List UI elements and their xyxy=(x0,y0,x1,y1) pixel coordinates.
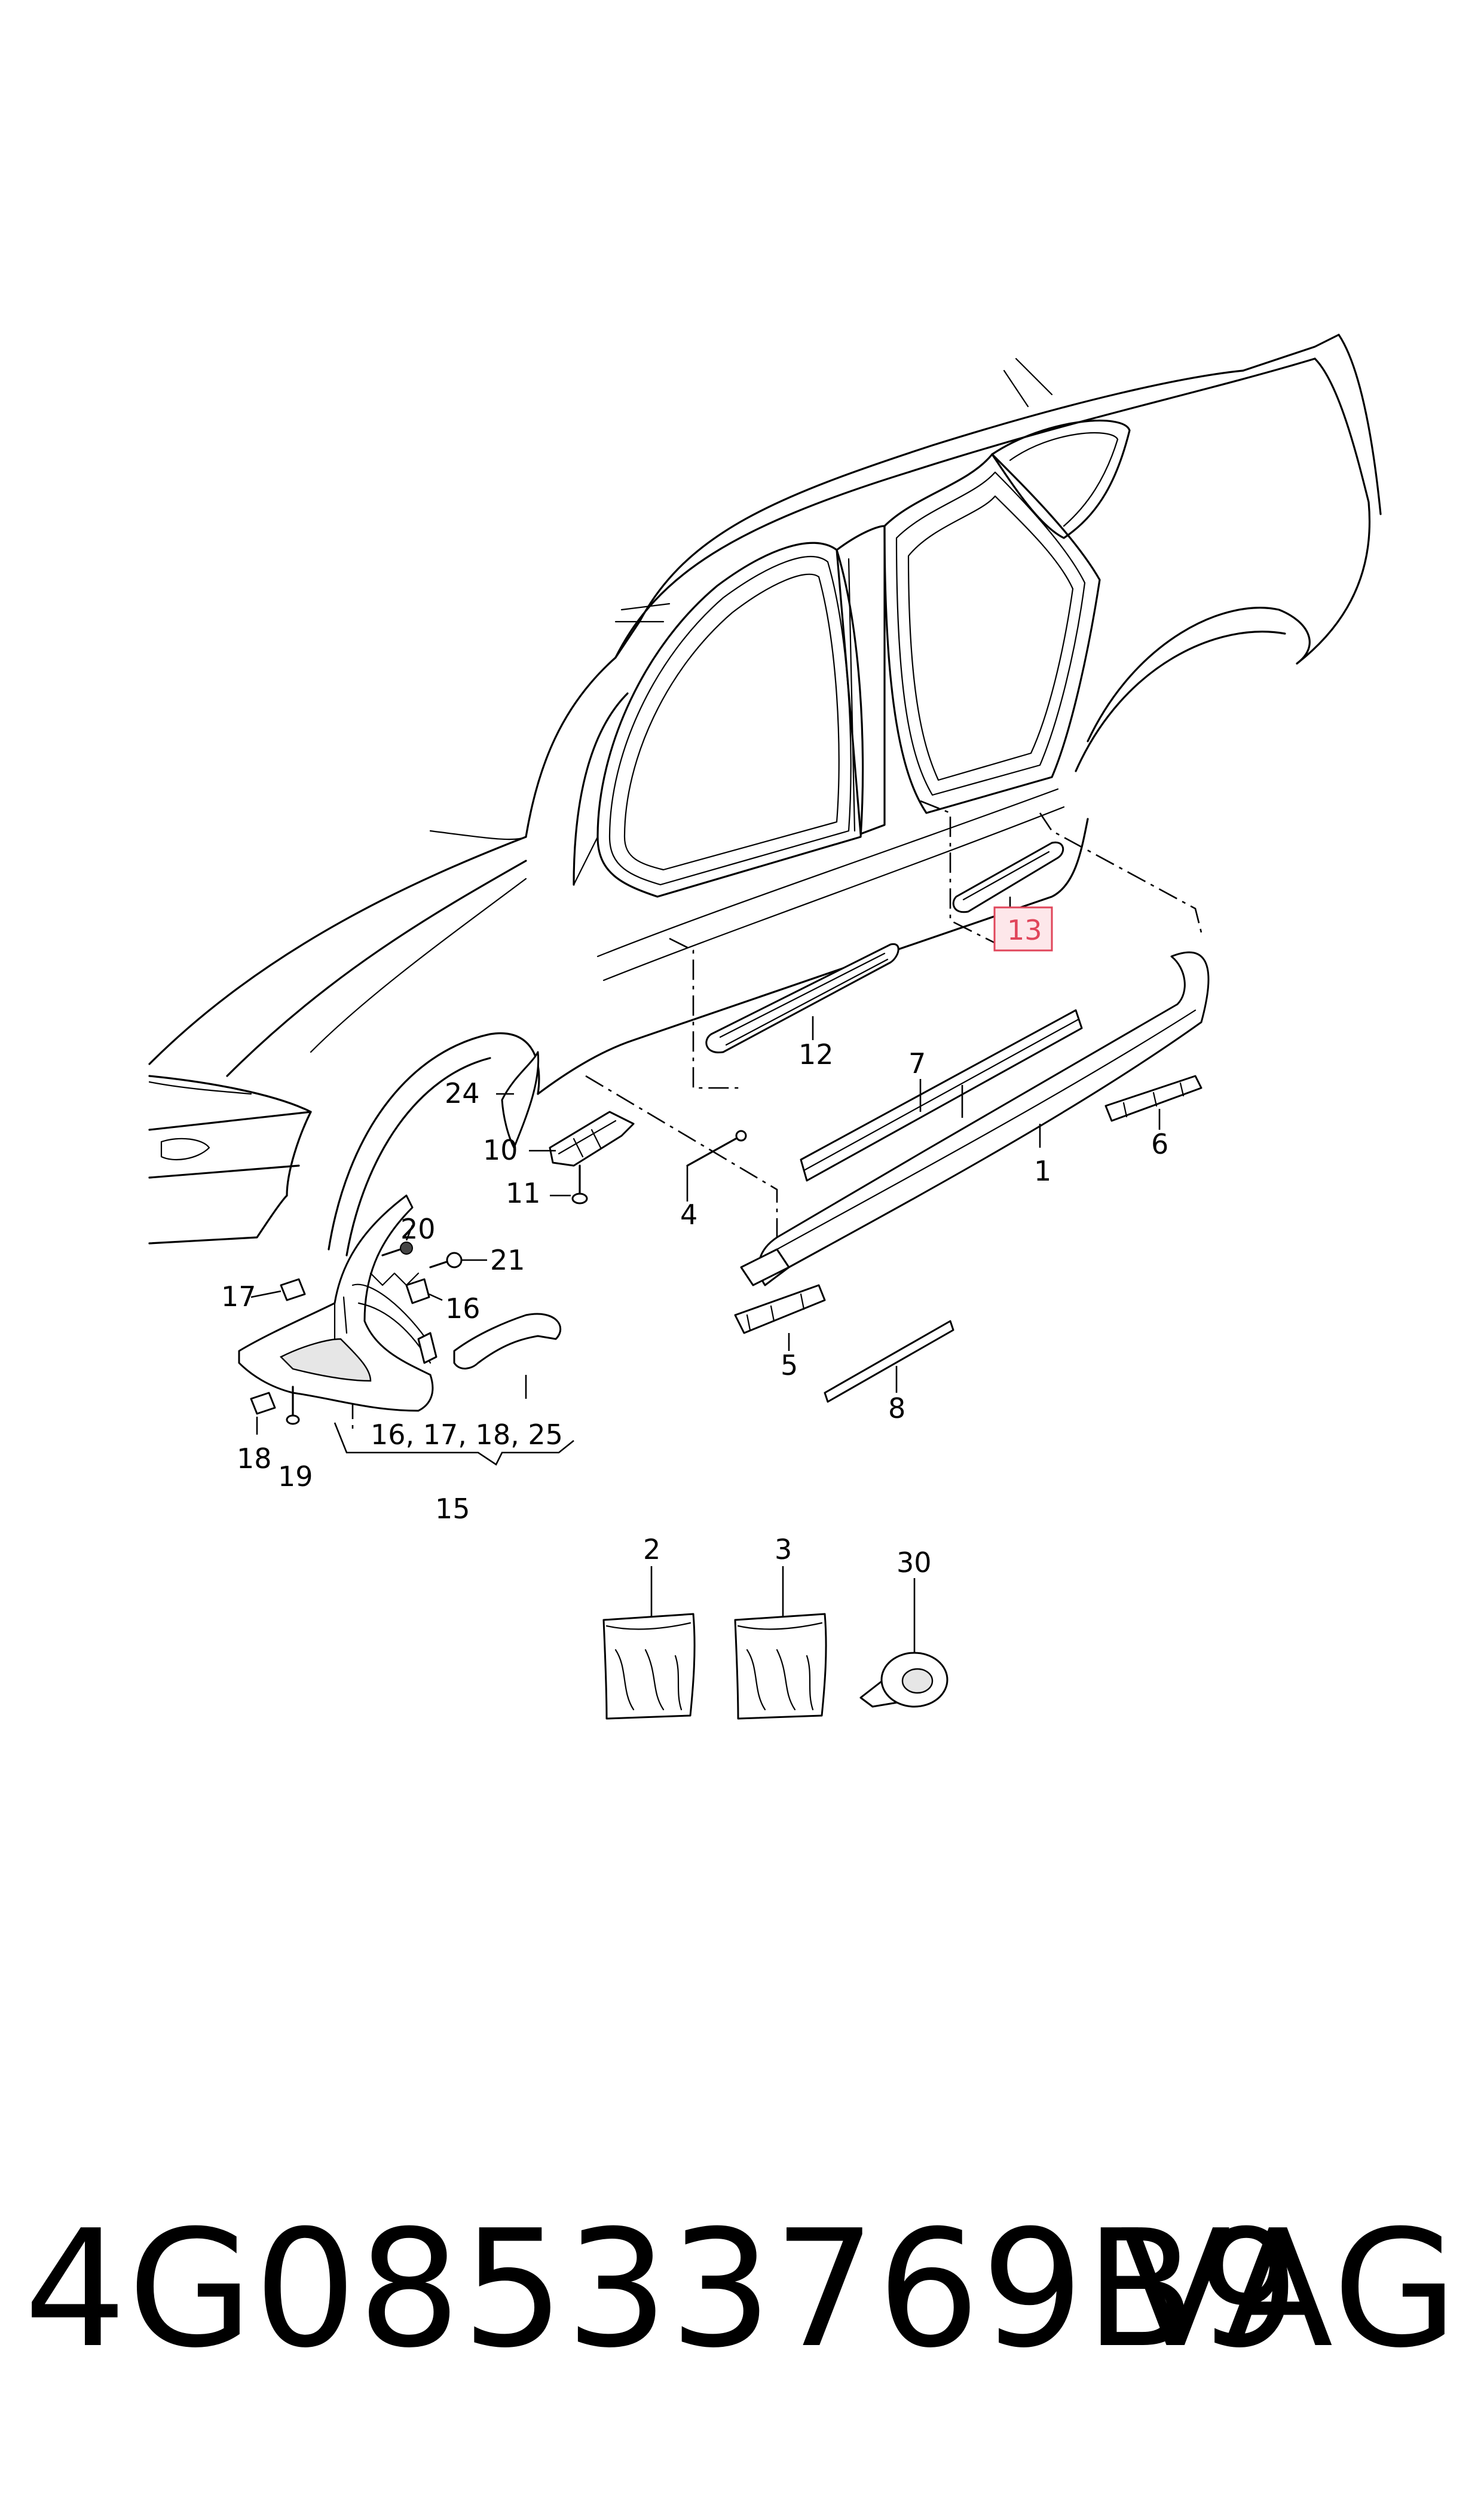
clip-part-18 xyxy=(250,1392,276,1435)
end-caps xyxy=(734,1075,1203,1351)
clip-part-16 xyxy=(405,1278,443,1304)
label-19: 19 xyxy=(278,1460,313,1493)
screw-part-19 xyxy=(286,1386,300,1425)
seal-part-25 xyxy=(453,1313,562,1399)
tape-strip-part-8 xyxy=(824,1320,954,1403)
label-5: 5 xyxy=(781,1349,798,1381)
label-12: 12 xyxy=(798,1038,834,1071)
arch-trim-part-24 xyxy=(496,1051,540,1149)
label-13: 13 xyxy=(1007,914,1042,946)
wheel-liner-part-15 xyxy=(238,1194,437,1412)
tape-roll-part-30 xyxy=(859,1578,948,1708)
brand-name: VAG xyxy=(1120,2195,1460,2383)
label-8: 8 xyxy=(888,1392,905,1424)
label-1: 1 xyxy=(1034,1155,1051,1187)
label-15: 15 xyxy=(435,1493,470,1525)
sill-panel-part-1 xyxy=(740,951,1210,1286)
bracket-part-10 xyxy=(529,1111,635,1167)
car-body-outline xyxy=(148,334,1382,1257)
screw-part-21 xyxy=(429,1252,487,1268)
label-18: 18 xyxy=(237,1442,272,1475)
screw-part-20 xyxy=(381,1225,414,1257)
label-30: 30 xyxy=(896,1546,932,1579)
label-7: 7 xyxy=(908,1047,926,1080)
parts-diagram: 1 2 3 4 5 6 7 8 10 11 12 13 15 16, 17, 1… xyxy=(148,334,1382,1720)
part-number: 4G08533769B9 xyxy=(24,2195,1301,2383)
footer: 4G08533769B9 VAG xyxy=(24,2200,1460,2379)
label-24: 24 xyxy=(445,1077,480,1109)
bag-part-3 xyxy=(734,1566,827,1720)
sill-plates xyxy=(705,841,1064,1054)
label-6: 6 xyxy=(1151,1128,1168,1160)
callout-labels: 1 2 3 4 5 6 7 8 10 11 12 13 15 16, 17, 1… xyxy=(221,906,1168,1579)
label-15-sub: 16, 17, 18, 25 xyxy=(371,1419,563,1451)
label-2: 2 xyxy=(643,1533,660,1566)
clip-part-17 xyxy=(250,1278,306,1301)
part-15-group-bracket xyxy=(333,1422,574,1466)
label-17: 17 xyxy=(221,1280,256,1313)
label-3: 3 xyxy=(775,1533,792,1566)
assembly-guide-lines xyxy=(351,800,1203,1435)
screw-part-11 xyxy=(550,1164,588,1204)
label-10: 10 xyxy=(483,1134,518,1166)
bag-part-2 xyxy=(602,1566,696,1720)
label-16: 16 xyxy=(445,1292,481,1325)
label-20: 20 xyxy=(400,1213,436,1245)
label-11: 11 xyxy=(506,1177,541,1209)
label-4: 4 xyxy=(680,1199,697,1231)
label-13-highlight xyxy=(993,906,1053,952)
pin-part-4 xyxy=(686,1130,747,1202)
label-21: 21 xyxy=(490,1244,525,1276)
trim-strip-part-7 xyxy=(800,1009,1083,1182)
